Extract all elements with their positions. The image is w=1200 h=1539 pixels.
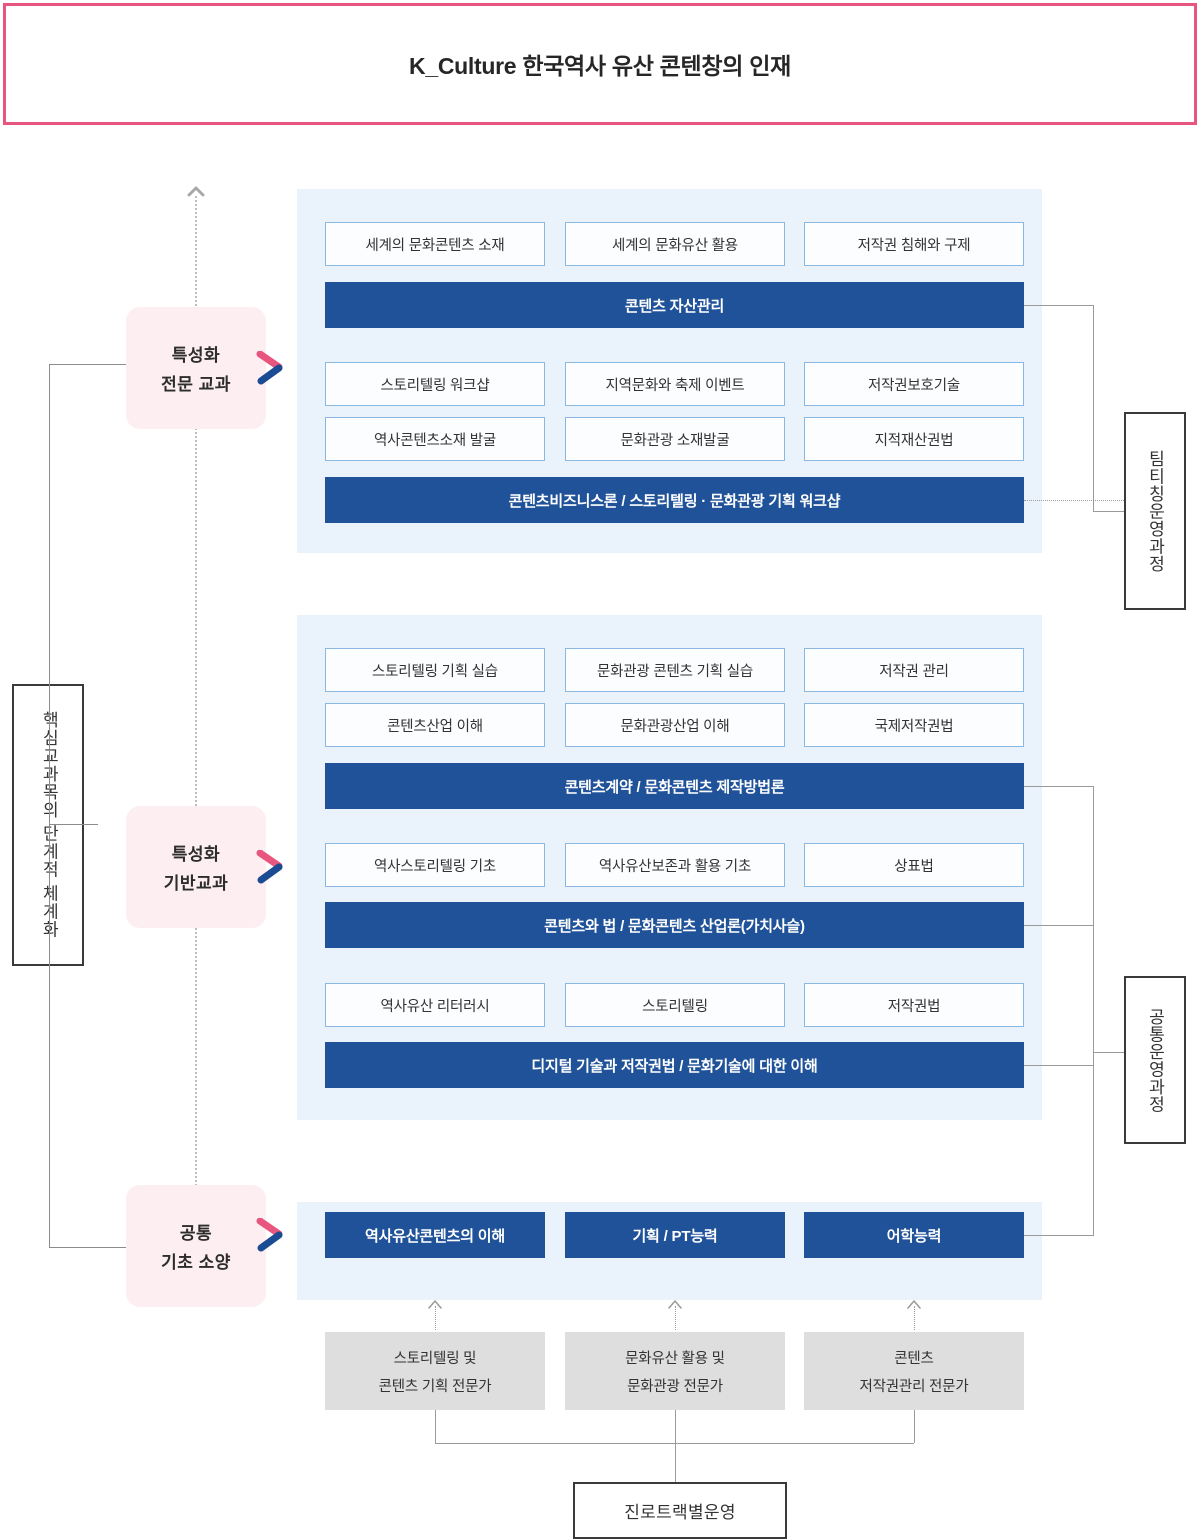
course-box[interactable]: 저작권 침해와 구제	[804, 222, 1024, 266]
core-course-bar[interactable]: 콘텐츠 자산관리	[325, 282, 1024, 328]
connector-teamteaching-bus	[1093, 305, 1094, 511]
common-course-box[interactable]: 어학능력	[804, 1212, 1024, 1258]
connector-common-entry	[1093, 1052, 1124, 1053]
bracket-from-core-box	[49, 824, 84, 825]
outcome-label: 공통운영과정	[1145, 1007, 1165, 1113]
course-box[interactable]: 역사유산 리터러시	[325, 983, 545, 1027]
course-box[interactable]: 역사콘텐츠소재 발굴	[325, 417, 545, 461]
career-track-box[interactable]: 스토리텔링 및 콘텐츠 기획 전문가	[325, 1332, 545, 1410]
connector-track-merge	[435, 1443, 914, 1444]
connector-digital-tech	[1024, 1065, 1094, 1066]
stage-label-line2: 전문 교과	[161, 375, 231, 394]
stage-label-common-basic[interactable]: 공통 기초 소양	[126, 1185, 266, 1307]
stage-label-line1: 특성화	[171, 346, 221, 365]
course-box[interactable]: 국제저작권법	[804, 703, 1024, 747]
course-box[interactable]: 스토리텔링 기획 실습	[325, 648, 545, 692]
core-course-bar[interactable]: 콘텐츠계약 / 문화콘텐츠 제작방법론	[325, 763, 1024, 809]
connector-teamteaching-entry	[1093, 511, 1124, 512]
connector-asset-management	[1024, 305, 1094, 306]
course-box[interactable]: 세계의 문화유산 활용	[565, 222, 785, 266]
connector-common-basic	[1024, 1235, 1094, 1236]
chevron-up-icon	[428, 1296, 442, 1309]
connector-common-bus	[1093, 786, 1094, 1235]
chevron-up-icon	[668, 1296, 682, 1309]
connector-contract-methodology	[1024, 786, 1094, 787]
course-box[interactable]: 스토리텔링	[565, 983, 785, 1027]
bottom-operation-label: 진로트랙별운영	[624, 1503, 736, 1522]
outcome-label: 팀티칭운영과정	[1145, 449, 1165, 573]
stage-label-line2: 기초 소양	[161, 1253, 231, 1272]
course-box[interactable]: 문화관광 소재발굴	[565, 417, 785, 461]
bracket-to-stage-1	[49, 364, 196, 365]
stage-label-line1: 공통	[179, 1224, 213, 1243]
course-box[interactable]: 지역문화와 축제 이벤트	[565, 362, 785, 406]
progression-dotted-line	[195, 196, 197, 1306]
connector-business-theory-dotted	[1024, 500, 1124, 501]
stage-label-specialized-pro[interactable]: 특성화 전문 교과	[126, 307, 266, 429]
chevron-right-icon	[255, 350, 285, 385]
page-title: K_Culture 한국역사 유산 콘텐창의 인재	[409, 53, 791, 79]
bracket-stub	[84, 824, 98, 825]
course-box[interactable]: 저작권보호기술	[804, 362, 1024, 406]
course-box[interactable]: 세계의 문화콘텐츠 소재	[325, 222, 545, 266]
career-track-line1: 스토리텔링 및	[393, 1350, 477, 1367]
career-track-line2: 저작권관리 전문가	[859, 1378, 969, 1395]
core-curriculum-label-text: 핵심교과목의 단계적 체계화	[39, 711, 59, 939]
course-box[interactable]: 상표법	[804, 843, 1024, 887]
connector-law-industry	[1024, 925, 1094, 926]
course-box[interactable]: 스토리텔링 워크샵	[325, 362, 545, 406]
common-course-box[interactable]: 기획 / PT능력	[565, 1212, 785, 1258]
header-banner: K_Culture 한국역사 유산 콘텐창의 인재	[3, 3, 1197, 125]
career-track-box[interactable]: 문화유산 활용 및 문화관광 전문가	[565, 1332, 785, 1410]
bracket-to-stage-3	[49, 1247, 196, 1248]
connector-track-3-down	[914, 1410, 915, 1443]
course-box[interactable]: 저작권법	[804, 983, 1024, 1027]
connector-track-2-down	[675, 1410, 676, 1482]
core-course-bar[interactable]: 디지털 기술과 저작권법 / 문화기술에 대한 이해	[325, 1042, 1024, 1088]
track-arrow-line	[435, 1306, 436, 1330]
course-box[interactable]: 지적재산권법	[804, 417, 1024, 461]
course-box[interactable]: 문화관광산업 이해	[565, 703, 785, 747]
core-course-bar[interactable]: 콘텐츠비즈니스론 / 스토리텔링 · 문화관광 기획 워크샵	[325, 477, 1024, 523]
career-track-line2: 콘텐츠 기획 전문가	[378, 1378, 492, 1395]
chevron-right-icon	[255, 849, 285, 884]
career-track-box[interactable]: 콘텐츠 저작권관리 전문가	[804, 1332, 1024, 1410]
career-track-line1: 문화유산 활용 및	[625, 1350, 725, 1367]
stage-label-line2: 기반교과	[163, 874, 229, 893]
bottom-operation-box: 진로트랙별운영	[573, 1482, 787, 1539]
connector-track-1-down	[435, 1410, 436, 1443]
chevron-up-icon	[187, 184, 205, 197]
course-box[interactable]: 문화관광 콘텐츠 기획 실습	[565, 648, 785, 692]
track-arrow-line	[914, 1306, 915, 1330]
course-box[interactable]: 저작권 관리	[804, 648, 1024, 692]
stage-label-specialized-base[interactable]: 특성화 기반교과	[126, 806, 266, 928]
career-track-line2: 문화관광 전문가	[627, 1378, 723, 1395]
career-track-line1: 콘텐츠	[894, 1350, 934, 1367]
course-box[interactable]: 역사유산보존과 활용 기초	[565, 843, 785, 887]
outcome-box-common-operation: 공통운영과정	[1124, 976, 1186, 1144]
chevron-up-icon	[907, 1296, 921, 1309]
track-arrow-line	[675, 1306, 676, 1330]
outcome-box-team-teaching: 팀티칭운영과정	[1124, 412, 1186, 610]
stage-label-line1: 특성화	[171, 845, 221, 864]
course-box[interactable]: 콘텐츠산업 이해	[325, 703, 545, 747]
core-curriculum-label-box: 핵심교과목의 단계적 체계화	[12, 684, 84, 966]
chevron-right-icon	[255, 1217, 285, 1252]
common-course-box[interactable]: 역사유산콘텐츠의 이해	[325, 1212, 545, 1258]
course-box[interactable]: 역사스토리텔링 기초	[325, 843, 545, 887]
core-course-bar[interactable]: 콘텐츠와 법 / 문화콘텐츠 산업론(가치사슬)	[325, 902, 1024, 948]
bracket-vertical	[49, 364, 50, 1248]
